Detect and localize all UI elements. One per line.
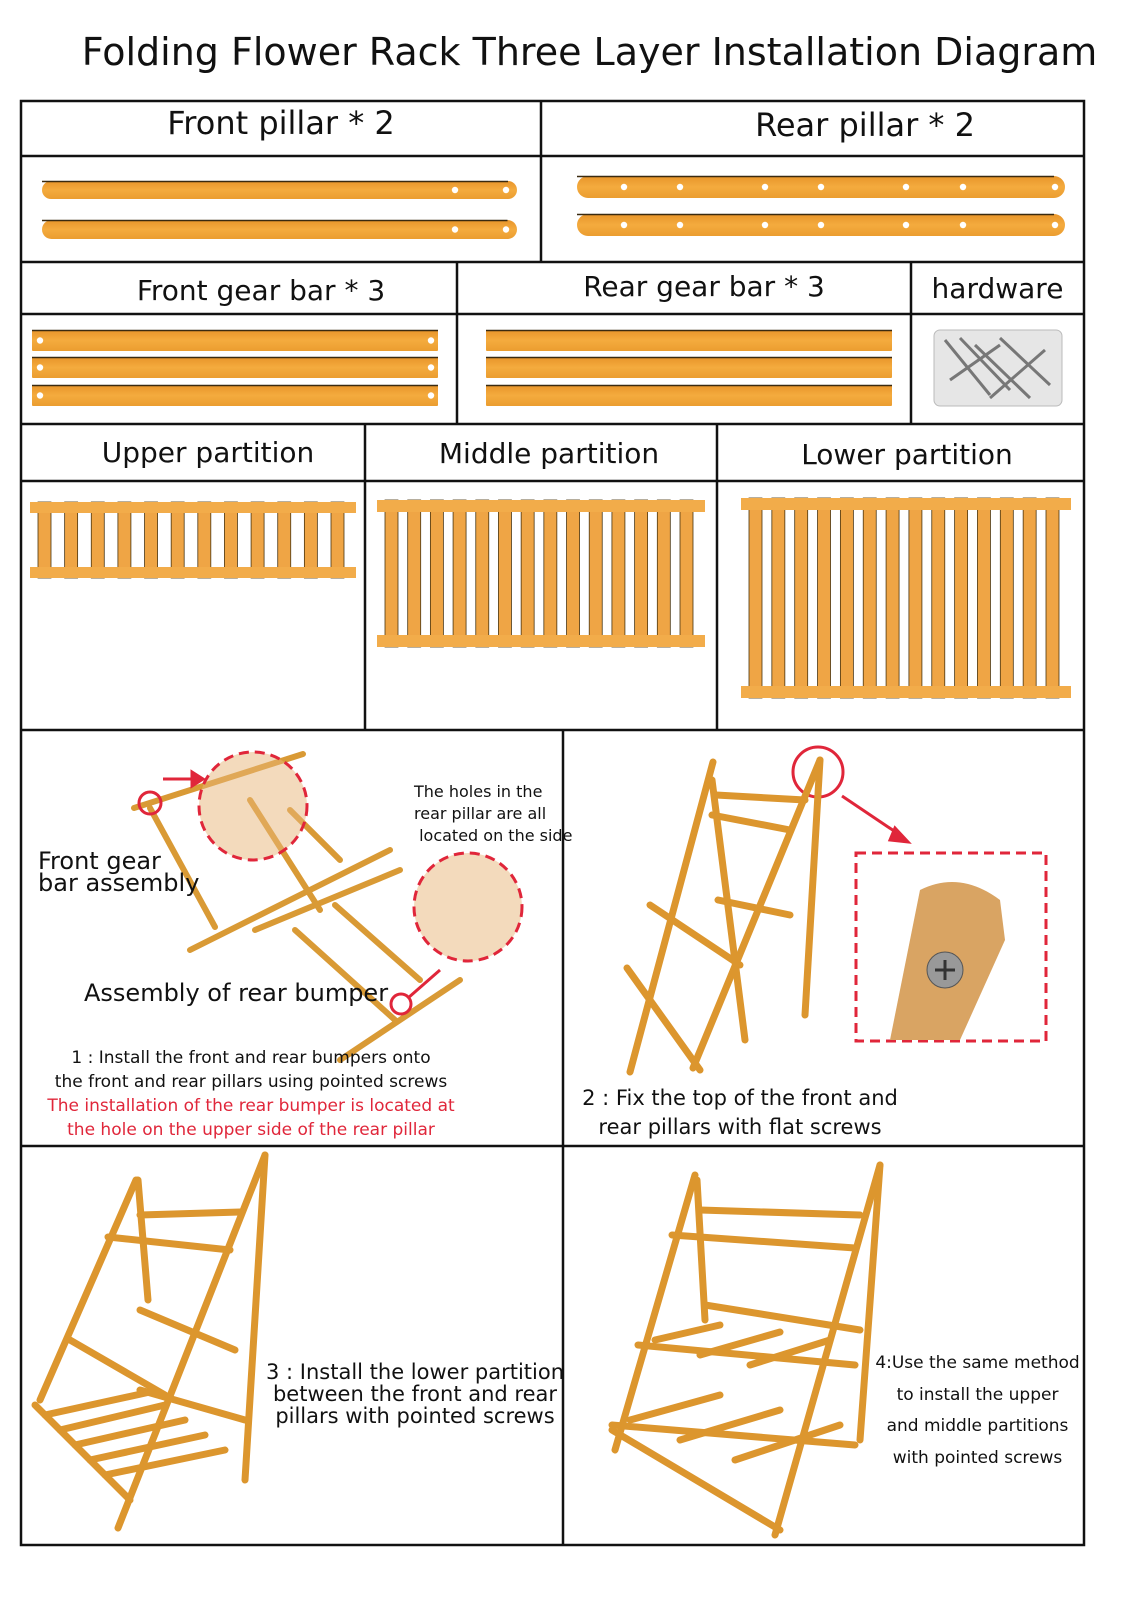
rear-pillar-bar: [577, 213, 1065, 236]
rear-gear-bar: [486, 356, 892, 378]
partition-slat: [452, 499, 467, 648]
front-gear-bar: [32, 356, 438, 378]
partitions: [30, 497, 1071, 699]
partition-slat: [224, 501, 238, 579]
lower-partition-header: Lower partition: [801, 438, 1013, 471]
step2-illustration: [623, 756, 824, 1076]
step1-warning: The installation of the rear bumper is l…: [47, 1096, 455, 1116]
partition-slat: [794, 497, 809, 699]
front-pillar-bar: [42, 180, 517, 199]
partition-slat: [407, 499, 422, 648]
partition-slat: [611, 499, 626, 648]
hardware-header: hardware: [931, 272, 1064, 305]
partition-slat: [862, 497, 877, 699]
partition-slat: [520, 499, 535, 648]
middle-partition-image: [377, 499, 705, 648]
table-frame: [19, 99, 1086, 1547]
partition-slat: [656, 499, 671, 648]
partition-slat: [566, 499, 580, 648]
partition-slat: [931, 497, 946, 699]
partition-rail: [377, 635, 705, 647]
partition-slat: [384, 499, 399, 648]
partition-slat: [250, 501, 265, 579]
rear-pillar-bar: [577, 175, 1065, 198]
step4-illustration: [608, 1161, 884, 1539]
partition-rail: [377, 500, 705, 512]
rear-gear-bar: [486, 329, 892, 351]
partition-slat: [885, 497, 900, 699]
partition-slat: [498, 499, 512, 648]
front-gear-bar-header: Front gear bar * 3: [136, 274, 386, 307]
partition-slat: [144, 501, 158, 579]
hardware-bag-image: [933, 329, 1063, 407]
screw-closeup: [890, 882, 1005, 1040]
partition-slat: [1022, 497, 1037, 699]
zoom-callouts: [137, 745, 1048, 1043]
partition-slat: [37, 501, 52, 579]
partition-slat: [330, 501, 345, 579]
partition-slat: [303, 501, 318, 579]
front-gear-bar: [32, 384, 438, 406]
partition-slat: [748, 497, 763, 699]
partition-slat: [64, 501, 79, 579]
partition-slat: [90, 501, 105, 579]
upper-partition-image: [30, 501, 356, 579]
lower-partition-image: [741, 497, 1071, 699]
partition-rail: [741, 686, 1071, 698]
rear-bumper-label: Assembly of rear bumper: [84, 979, 389, 1007]
front-pillar-bar: [42, 219, 517, 239]
parts-bars: [32, 175, 1065, 406]
partition-slat: [170, 501, 185, 579]
partition-slat: [117, 501, 132, 579]
partition-slat: [817, 497, 831, 699]
middle-partition-header: Middle partition: [438, 437, 660, 470]
partition-slat: [588, 499, 603, 648]
step3-illustration: [31, 1151, 269, 1532]
partition-rail: [30, 567, 356, 578]
partition-slat: [771, 497, 786, 699]
partition-slat: [954, 497, 969, 699]
partition-slat: [839, 497, 854, 699]
partition-rail: [741, 498, 1071, 510]
step1-instruction: 1 : Install the front and rear bumpers o…: [21, 1046, 481, 1142]
partition-slat: [999, 497, 1014, 699]
partition-slat: [908, 497, 923, 699]
rear-pillar-header: Rear pillar * 2: [755, 106, 975, 144]
partition-slat: [197, 501, 212, 579]
partition-slat: [475, 499, 490, 648]
partition-slat: [679, 499, 694, 648]
partition-slat: [1045, 497, 1060, 699]
partition-slat: [634, 499, 649, 648]
partition-slat: [429, 499, 444, 648]
upper-partition-header: Upper partition: [101, 436, 315, 469]
page-title: Folding Flower Rack Three Layer Installa…: [81, 30, 1098, 74]
rear-gear-bar-header: Rear gear bar * 3: [583, 270, 825, 303]
partition-slat: [543, 499, 558, 648]
partition-slat: [277, 501, 292, 579]
front-pillar-header: Front pillar * 2: [167, 104, 395, 142]
rear-gear-bar: [486, 384, 892, 406]
front-gear-bar: [32, 329, 438, 351]
partition-slat: [977, 497, 991, 699]
partition-rail: [30, 502, 356, 513]
